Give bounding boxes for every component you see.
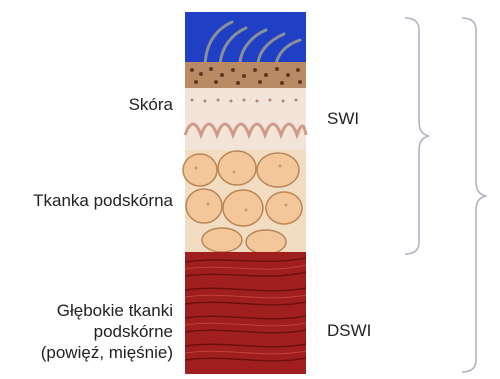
label-deep-line1: Głębokie tkanki — [41, 300, 173, 321]
label-skin: Skóra — [129, 94, 173, 115]
label-swi: SWI — [327, 108, 359, 129]
muscle-layer — [185, 252, 306, 374]
label-deep-line2: podskórne — [41, 321, 173, 342]
surface-layer — [185, 12, 306, 62]
label-deep-line3: (powięź, mięśnie) — [41, 342, 173, 363]
total-bracket — [462, 18, 486, 372]
swi-bracket — [405, 18, 429, 254]
label-deep-tissue: Głębokie tkanki podskórne (powięź, mięśn… — [41, 300, 173, 363]
label-dswi: DSWI — [327, 320, 371, 341]
dermis-layer — [185, 88, 306, 150]
label-subcutaneous-tissue: Tkanka podskórna — [33, 190, 173, 211]
